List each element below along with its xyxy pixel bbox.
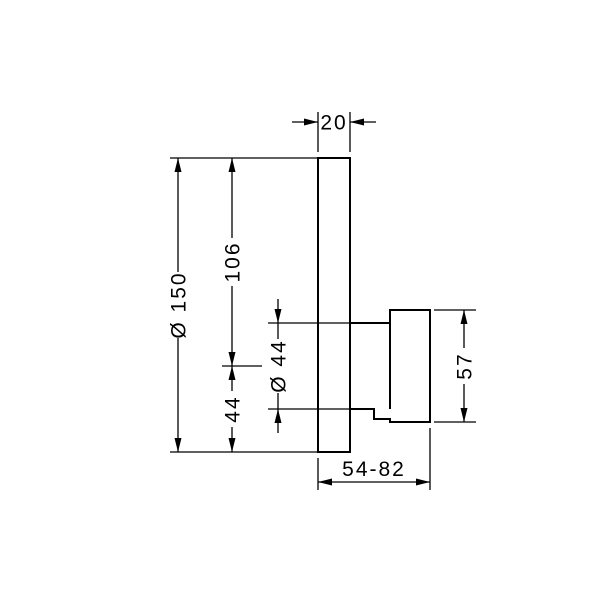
plate-outline [317, 157, 351, 453]
dim-label-handle-diameter: Ø 44 [268, 339, 291, 393]
arrowhead-right-icon [416, 478, 430, 486]
arrowhead-down-icon [228, 352, 236, 366]
arrowhead-up-icon [274, 409, 282, 423]
arrowhead-up-icon [460, 310, 468, 324]
arrowhead-left-icon [350, 118, 364, 126]
dim-top-to-center: 106 [222, 158, 262, 367]
dim-label-plate-diameter: Ø 150 [168, 271, 191, 338]
arrowhead-left-icon [318, 478, 332, 486]
dim-depth-range: 54-82 [317, 428, 431, 490]
arrowhead-up-icon [228, 158, 236, 172]
arrowhead-right-icon [304, 118, 318, 126]
arrowhead-up-icon [228, 366, 236, 380]
arrowhead-down-icon [228, 438, 236, 452]
dim-label-top-to-center: 106 [222, 241, 245, 282]
dim-plate-depth: 20 [292, 112, 376, 152]
dim-handle-diameter: Ø 44 [268, 299, 350, 433]
arrowhead-down-icon [174, 438, 182, 452]
dim-label-center-to-bottom: 44 [222, 395, 245, 422]
dim-label-depth-range: 54-82 [342, 458, 406, 481]
dim-handle-height: 57 [434, 309, 477, 423]
arrowhead-down-icon [460, 408, 468, 422]
dim-plate-diameter: Ø 150 [168, 157, 318, 453]
arrowhead-down-icon [274, 309, 282, 323]
arrowhead-up-icon [174, 158, 182, 172]
dim-center-to-bottom: 44 [222, 366, 245, 452]
dim-label-handle-height: 57 [454, 352, 477, 379]
dim-label-plate-depth: 20 [320, 112, 347, 135]
product-outline [317, 157, 431, 453]
